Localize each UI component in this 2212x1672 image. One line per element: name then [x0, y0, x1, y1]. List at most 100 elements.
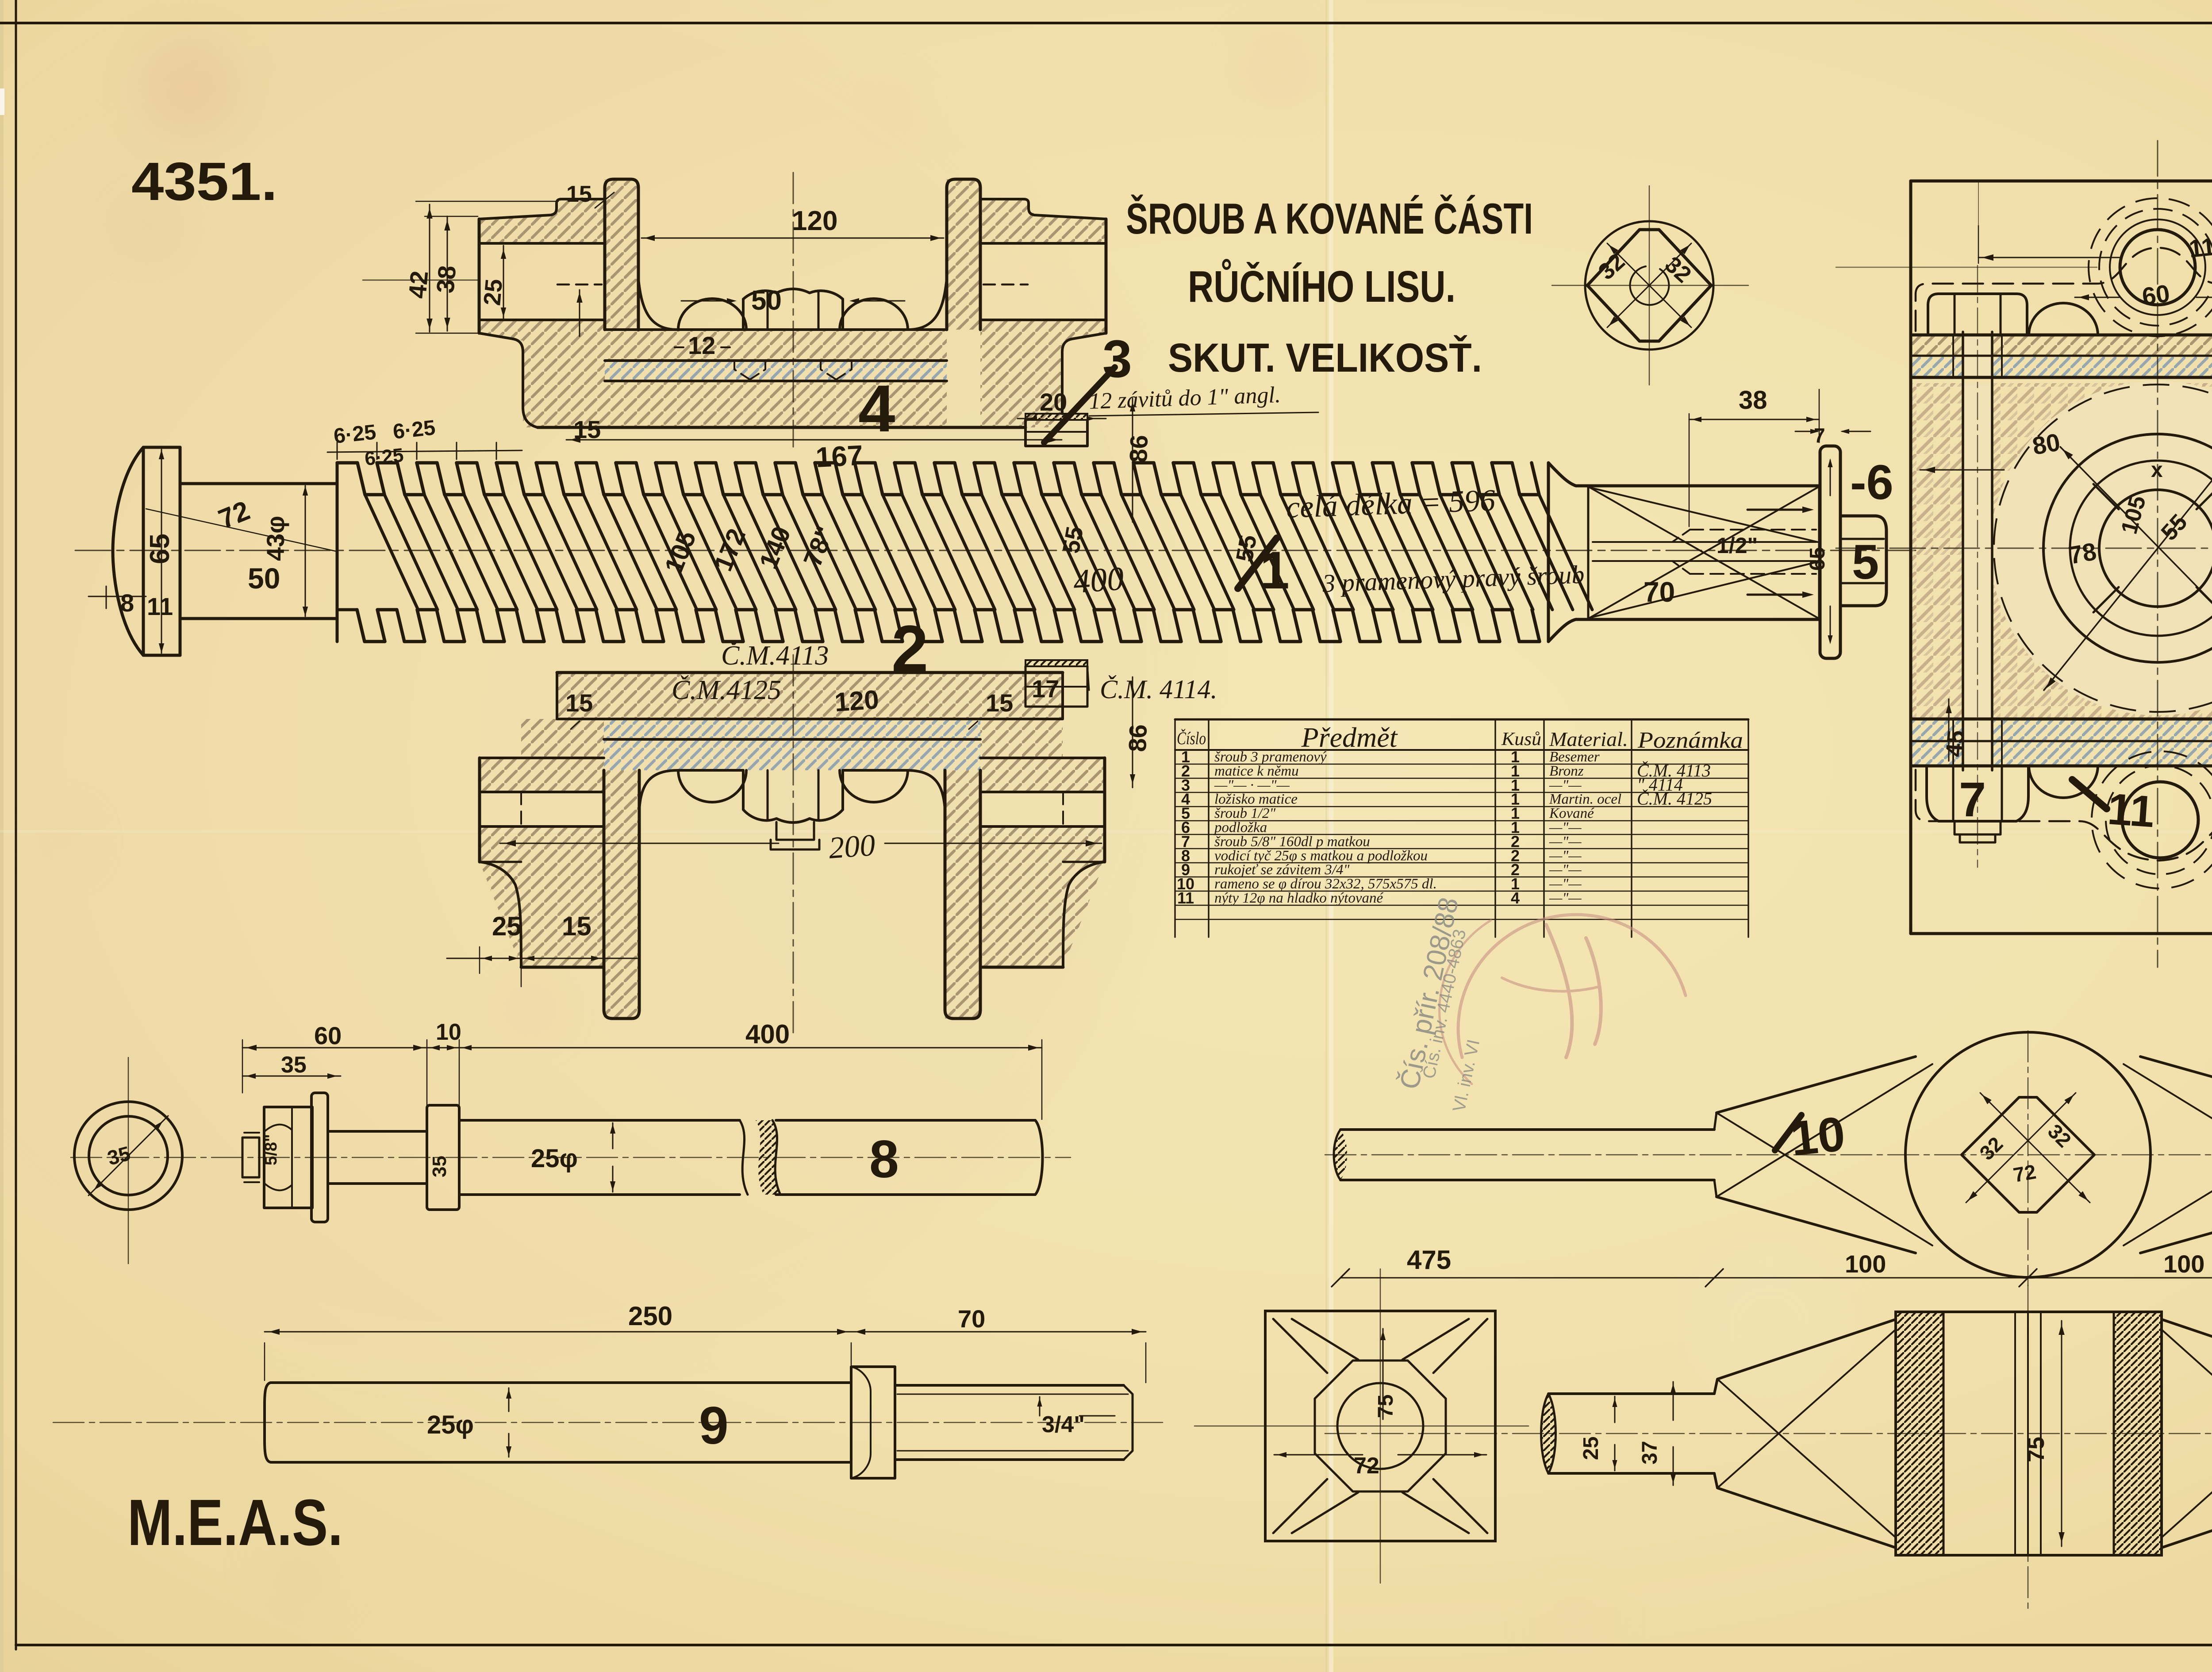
- svg-text:Č.M. 4125: Č.M. 4125: [1637, 789, 1712, 809]
- svg-text:" 4114: " 4114: [1637, 775, 1683, 795]
- svg-text:—"—: —"—: [1549, 890, 1582, 906]
- svg-text:60: 60: [2140, 279, 2171, 311]
- svg-text:78: 78: [2066, 537, 2098, 569]
- svg-text:50: 50: [248, 562, 280, 595]
- svg-text:2: 2: [1181, 762, 1190, 780]
- svg-text:šroub 1/2": šroub 1/2": [1214, 806, 1275, 822]
- svg-text:Poznámka: Poznámka: [1637, 728, 1743, 753]
- svg-text:50: 50: [751, 285, 782, 316]
- svg-text:Besemer: Besemer: [1549, 749, 1600, 765]
- svg-text:65: 65: [1806, 547, 1829, 571]
- svg-text:šroub 3 pramenový: šroub 3 pramenový: [1214, 749, 1327, 765]
- svg-text:43φ: 43φ: [261, 516, 289, 561]
- svg-text:4: 4: [1181, 790, 1190, 808]
- svg-text:15: 15: [566, 181, 592, 207]
- svg-text:25: 25: [492, 911, 522, 941]
- svg-text:9: 9: [1181, 861, 1190, 879]
- svg-text:11: 11: [147, 592, 173, 620]
- svg-text:38: 38: [431, 264, 461, 294]
- svg-text:Číslo: Číslo: [1177, 728, 1206, 748]
- svg-text:—"—: —"—: [1549, 777, 1582, 793]
- svg-text:86: 86: [1124, 434, 1153, 463]
- svg-text:1: 1: [1511, 875, 1520, 893]
- svg-text:7: 7: [1181, 832, 1190, 850]
- svg-text:6·25: 6·25: [333, 420, 377, 448]
- svg-text:10: 10: [1788, 1107, 1848, 1166]
- svg-text:podložka: podložka: [1214, 820, 1267, 836]
- svg-text:1: 1: [1260, 541, 1290, 600]
- svg-text:80: 80: [2030, 428, 2062, 460]
- svg-text:Č.M.4125: Č.M.4125: [672, 675, 781, 705]
- svg-text:-6: -6: [1850, 455, 1893, 510]
- svg-text:35: 35: [281, 1052, 307, 1078]
- svg-text:15: 15: [562, 911, 591, 941]
- svg-text:x: x: [2151, 458, 2163, 482]
- svg-text:38: 38: [1739, 386, 1767, 415]
- svg-text:1: 1: [1511, 790, 1520, 808]
- svg-text:400: 400: [745, 1019, 790, 1049]
- svg-text:Č.M. 4113: Č.M. 4113: [1637, 761, 1711, 780]
- svg-text:Bronz: Bronz: [1549, 763, 1584, 779]
- svg-text:25: 25: [1579, 1437, 1603, 1460]
- svg-text:55: 55: [1058, 524, 1089, 555]
- svg-text:45: 45: [1941, 729, 1970, 758]
- svg-text:65: 65: [145, 534, 175, 564]
- svg-text:5: 5: [1181, 804, 1190, 823]
- svg-text:42: 42: [403, 269, 433, 300]
- svg-text:SKUT. VELIKOSŤ.: SKUT. VELIKOSŤ.: [1168, 334, 1482, 381]
- svg-text:—"—: —"—: [1549, 862, 1582, 878]
- svg-text:Kované: Kované: [1549, 806, 1594, 822]
- svg-text:2: 2: [1511, 861, 1520, 879]
- svg-text:4: 4: [1511, 889, 1520, 907]
- svg-text:vodicí tyč 25φ s matkou a podl: vodicí tyč 25φ s matkou a podložkou: [1214, 848, 1428, 864]
- svg-text:70: 70: [958, 1305, 985, 1333]
- svg-text:6·25: 6·25: [392, 416, 437, 444]
- svg-text:3: 3: [1102, 329, 1132, 388]
- svg-text:4: 4: [858, 371, 895, 446]
- svg-text:8: 8: [869, 1130, 899, 1189]
- svg-text:Material.: Material.: [1549, 728, 1628, 750]
- svg-text:250: 250: [628, 1301, 672, 1331]
- svg-text:86: 86: [1123, 724, 1152, 752]
- svg-text:11: 11: [1177, 889, 1194, 907]
- svg-text:—"—: —"—: [1549, 834, 1582, 849]
- svg-text:rukojeť se závitem 3/4": rukojeť se závitem 3/4": [1214, 862, 1350, 878]
- svg-text:3/4": 3/4": [1042, 1412, 1085, 1438]
- svg-text:celá délka = 596: celá délka = 596: [1286, 484, 1496, 525]
- svg-text:120: 120: [792, 206, 837, 236]
- svg-text:400: 400: [1072, 560, 1125, 600]
- svg-text:115: 115: [2188, 231, 2212, 263]
- svg-text:1: 1: [1511, 748, 1520, 766]
- svg-text:120: 120: [833, 684, 880, 717]
- svg-text:RŮČNÍHO LISU.: RŮČNÍHO LISU.: [1188, 259, 1455, 311]
- svg-text:75: 75: [1374, 1395, 1398, 1418]
- svg-text:70: 70: [1644, 576, 1675, 608]
- svg-text:matice k němu: matice k němu: [1214, 763, 1299, 779]
- svg-text:1: 1: [1181, 748, 1190, 766]
- svg-text:Kusů: Kusů: [1501, 729, 1541, 750]
- svg-text:5: 5: [1852, 535, 1879, 589]
- svg-text:—"—: —"—: [1549, 820, 1582, 836]
- svg-text:—"—: —"—: [1549, 848, 1582, 864]
- svg-text:9: 9: [699, 1396, 729, 1455]
- svg-text:ložisko matice: ložisko matice: [1214, 792, 1298, 807]
- svg-text:Č.M. 4114.: Č.M. 4114.: [1100, 675, 1217, 704]
- svg-text:4351.: 4351.: [131, 151, 277, 211]
- svg-text:1: 1: [1511, 776, 1520, 794]
- svg-text:72: 72: [1354, 1453, 1379, 1479]
- svg-text:1/2": 1/2": [1717, 533, 1758, 558]
- svg-text:37: 37: [1638, 1441, 1662, 1464]
- svg-text:35: 35: [429, 1156, 450, 1177]
- svg-text:11: 11: [2106, 784, 2156, 837]
- svg-text:Martin. ocel: Martin. ocel: [1549, 792, 1621, 807]
- svg-text:72: 72: [2012, 1160, 2038, 1187]
- svg-text:100: 100: [2163, 1250, 2204, 1278]
- svg-text:rameno se φ dírou 32x32, 575x5: rameno se φ dírou 32x32, 575x575 dl.: [1214, 876, 1437, 892]
- svg-text:M.E.A.S.: M.E.A.S.: [127, 1486, 343, 1559]
- svg-text:nýty 12φ na hladko nýtované: nýty 12φ na hladko nýtované: [1214, 890, 1383, 906]
- svg-text:12: 12: [688, 331, 715, 359]
- svg-text:10: 10: [436, 1019, 461, 1045]
- svg-text:1: 1: [1511, 819, 1520, 837]
- svg-text:7: 7: [1959, 773, 1986, 827]
- svg-text:Předmět: Předmět: [1301, 722, 1398, 753]
